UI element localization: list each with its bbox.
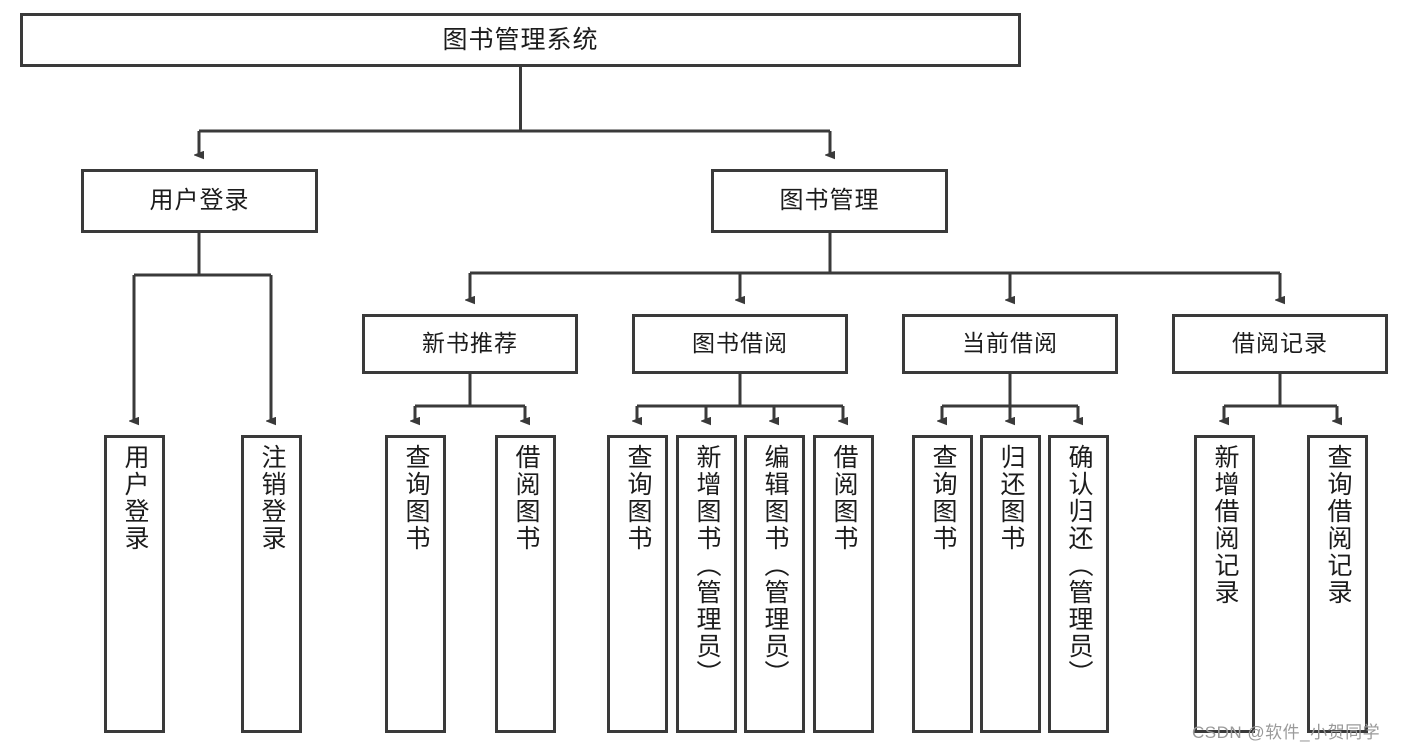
node-label: 图书管理系统 (442, 26, 599, 54)
node-label: 确认归还（管理员） (1065, 444, 1093, 687)
node-user-login[interactable]: 用户登录 (81, 169, 318, 233)
node-label: 编辑图书（管理员） (761, 444, 789, 687)
leaf-add-book-admin[interactable]: 新增图书（管理员） (676, 435, 737, 733)
node-new-book-recommend[interactable]: 新书推荐 (362, 314, 578, 374)
node-label: 图书管理 (779, 186, 880, 214)
node-current-borrow[interactable]: 当前借阅 (902, 314, 1118, 374)
leaf-query-borrow-record[interactable]: 查询借阅记录 (1307, 435, 1368, 733)
leaf-query-book-current[interactable]: 查询图书 (912, 435, 973, 733)
node-book-borrow[interactable]: 图书借阅 (632, 314, 848, 374)
node-label: 查询图书 (929, 444, 957, 552)
node-label: 用户登录 (149, 186, 250, 214)
node-label: 用户登录 (121, 444, 149, 552)
leaf-query-book-borrow[interactable]: 查询图书 (607, 435, 668, 733)
node-label: 注销登录 (258, 444, 286, 552)
node-book-management[interactable]: 图书管理 (711, 169, 948, 233)
leaf-user-login[interactable]: 用户登录 (104, 435, 165, 733)
leaf-logout[interactable]: 注销登录 (241, 435, 302, 733)
leaf-borrow-book-recommend[interactable]: 借阅图书 (495, 435, 556, 733)
node-label: 借阅记录 (1232, 330, 1328, 357)
leaf-query-book-recommend[interactable]: 查询图书 (385, 435, 446, 733)
node-root-book-management-system[interactable]: 图书管理系统 (20, 13, 1021, 67)
node-label: 新增图书（管理员） (693, 444, 721, 687)
node-label: 查询图书 (624, 444, 652, 552)
leaf-edit-book-admin[interactable]: 编辑图书（管理员） (744, 435, 805, 733)
node-label: 新书推荐 (422, 330, 518, 357)
node-label: 当前借阅 (962, 330, 1058, 357)
leaf-borrow-book[interactable]: 借阅图书 (813, 435, 874, 733)
node-label: 查询图书 (402, 444, 430, 552)
leaf-add-borrow-record[interactable]: 新增借阅记录 (1194, 435, 1255, 733)
node-label: 归还图书 (997, 444, 1025, 552)
node-label: 查询借阅记录 (1324, 444, 1352, 606)
node-label: 借阅图书 (830, 444, 858, 552)
node-borrow-record[interactable]: 借阅记录 (1172, 314, 1388, 374)
node-label: 图书借阅 (692, 330, 788, 357)
node-label: 新增借阅记录 (1211, 444, 1239, 606)
node-label: 借阅图书 (512, 444, 540, 552)
leaf-return-book[interactable]: 归还图书 (980, 435, 1041, 733)
leaf-confirm-return-admin[interactable]: 确认归还（管理员） (1048, 435, 1109, 733)
